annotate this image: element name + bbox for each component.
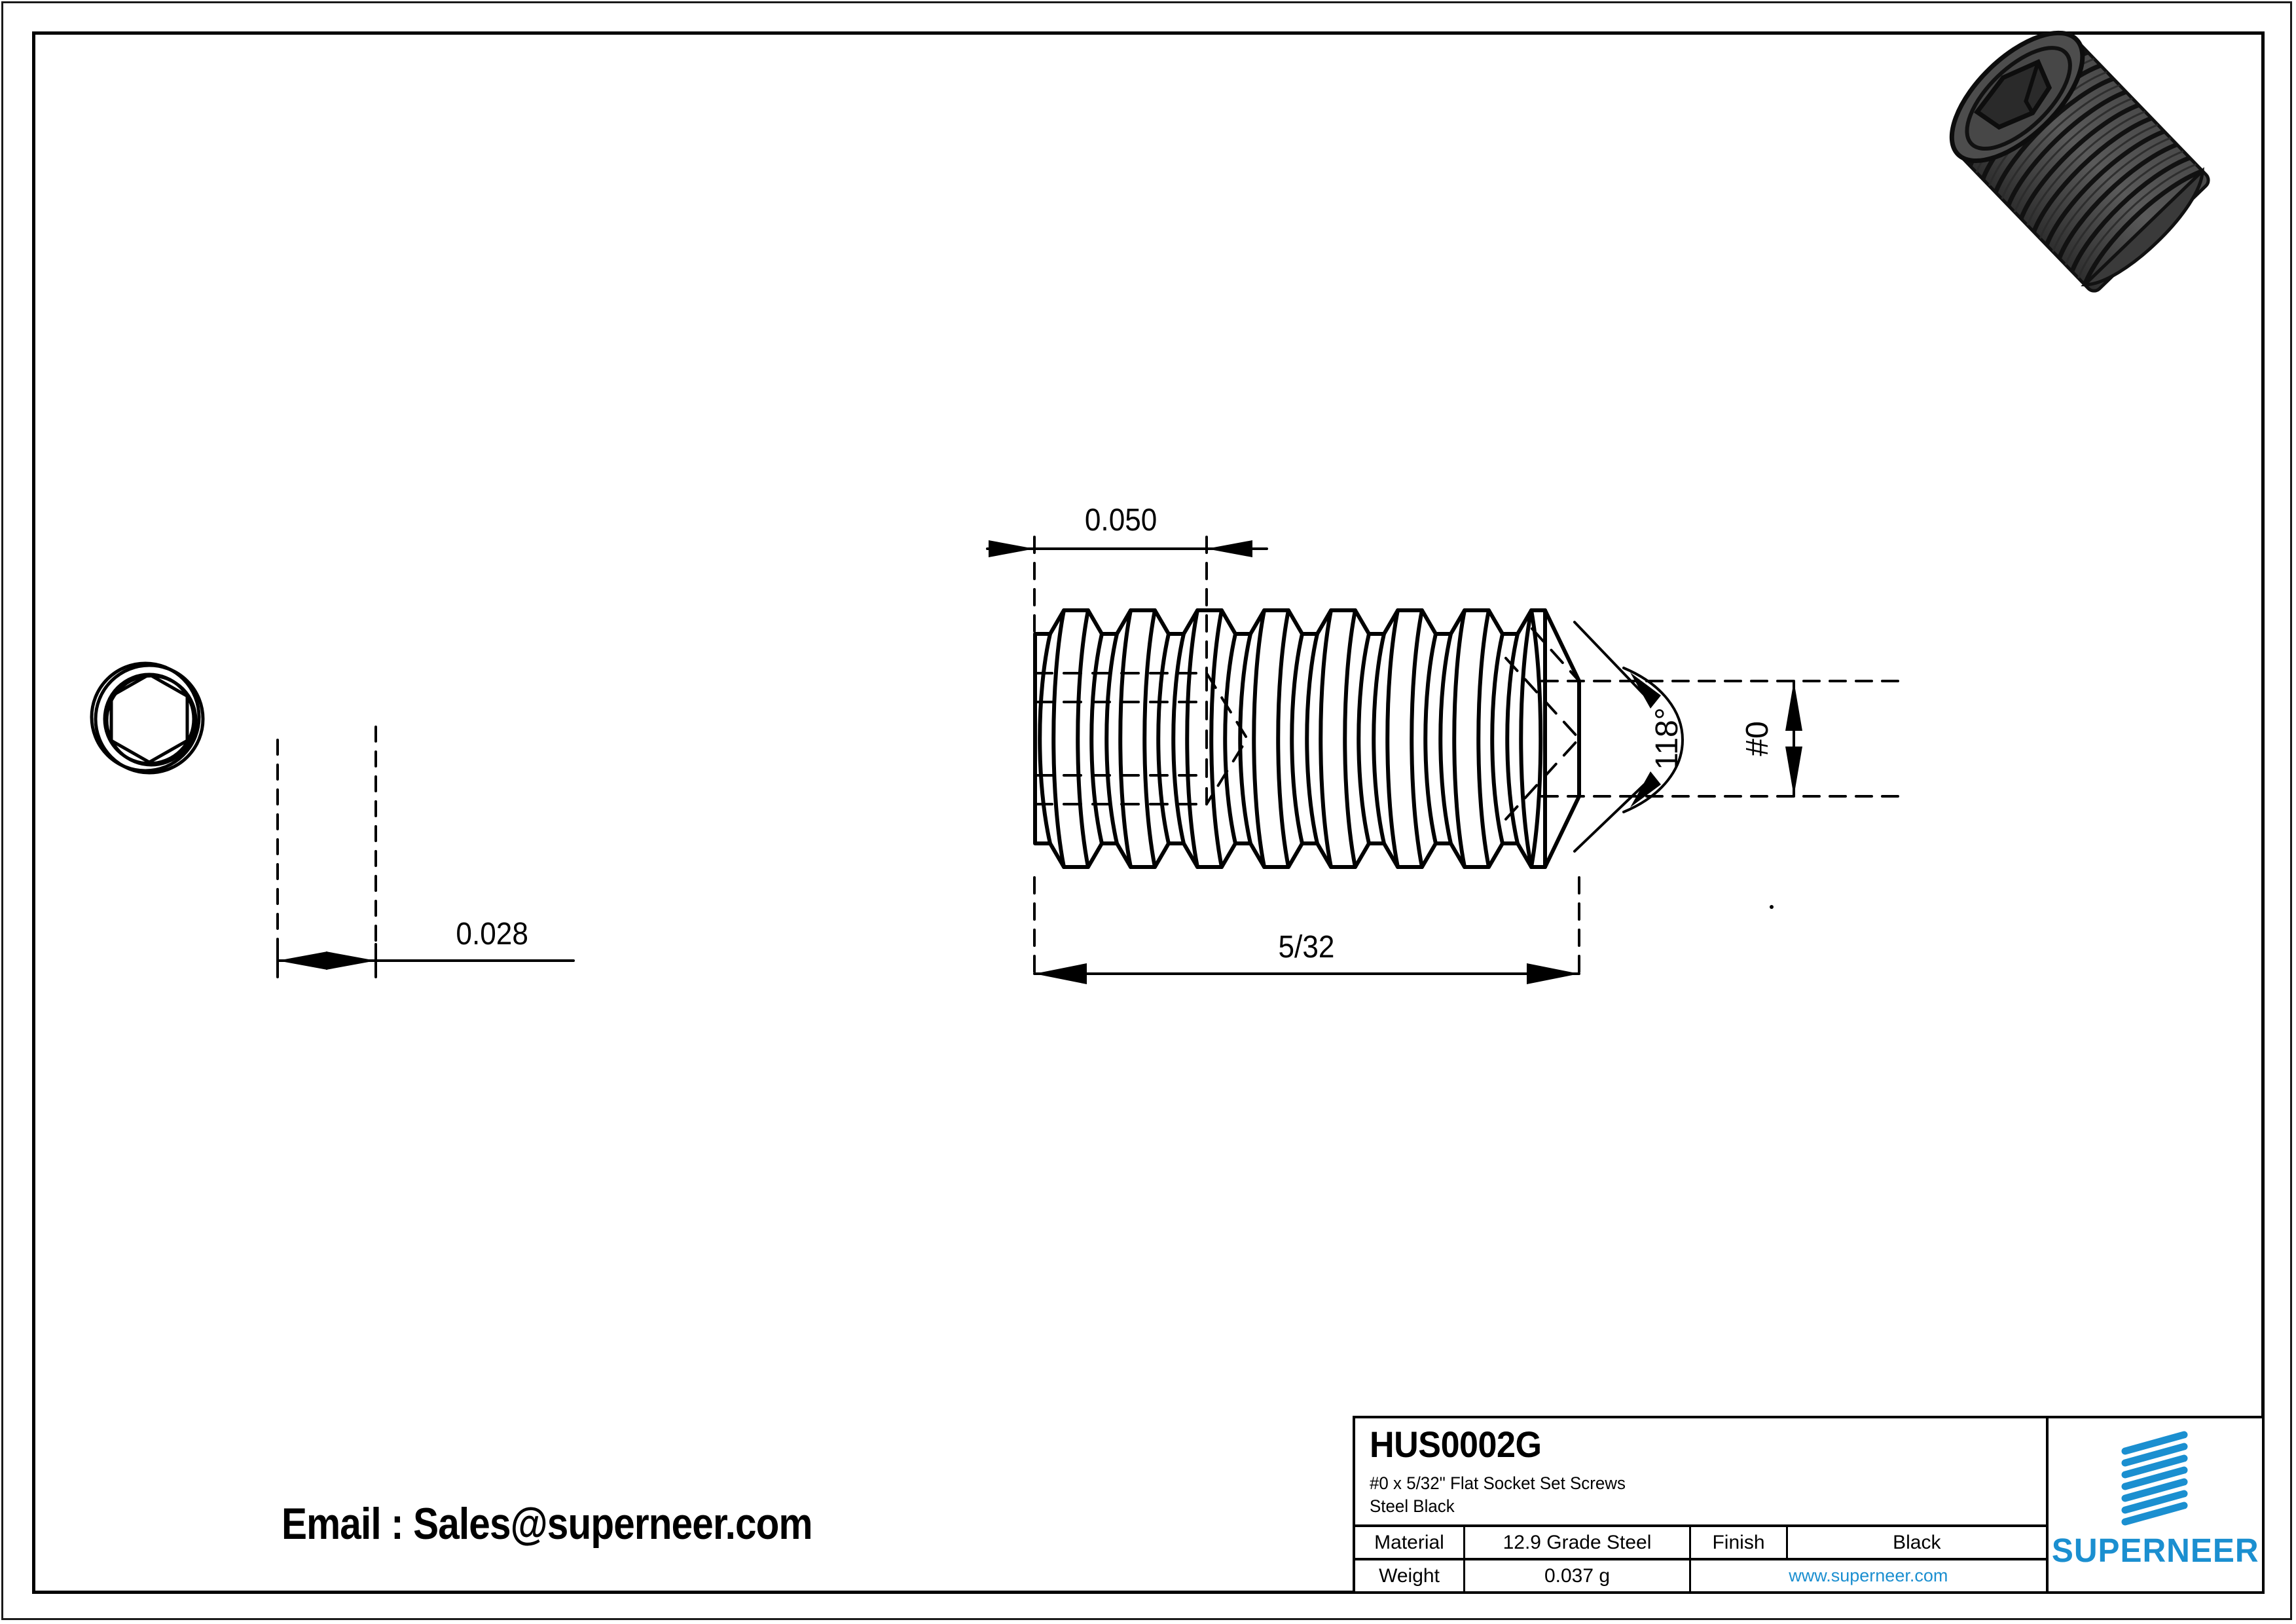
- title-block: HUS0002G #0 x 5/32" Flat Socket Set Scre…: [1353, 1416, 2265, 1594]
- part-number: HUS0002G: [1370, 1424, 1542, 1465]
- website-cell[interactable]: www.superneer.com: [1691, 1560, 2046, 1591]
- title-block-left: HUS0002G #0 x 5/32" Flat Socket Set Scre…: [1355, 1418, 2049, 1591]
- isometric-render: [1949, 30, 2210, 293]
- brand-name: SUPERNEER: [2051, 1532, 2259, 1569]
- email-contact-text: Email : Sales@superneer.com: [282, 1499, 813, 1549]
- website-link[interactable]: www.superneer.com: [1789, 1566, 1948, 1585]
- weight-value: 0.037 g: [1465, 1560, 1691, 1591]
- title-block-row-material: Material 12.9 Grade Steel Finish Black: [1355, 1527, 2046, 1560]
- title-block-row-weight: Weight 0.037 g www.superneer.com: [1355, 1560, 2046, 1591]
- material-value: 12.9 Grade Steel: [1465, 1527, 1691, 1558]
- weight-label: Weight: [1355, 1560, 1465, 1591]
- description-line-2: Steel Black: [1370, 1496, 1455, 1516]
- description-line-1: #0 x 5/32" Flat Socket Set Screws: [1370, 1473, 1626, 1493]
- material-label: Material: [1355, 1527, 1465, 1558]
- superneer-logo-icon: [2121, 1431, 2188, 1526]
- sheet-inner-border: [32, 31, 2265, 1594]
- brand-logo-area: SUPERNEER: [2049, 1418, 2262, 1591]
- title-block-description-area: HUS0002G #0 x 5/32" Flat Socket Set Scre…: [1355, 1418, 2046, 1527]
- finish-value: Black: [1893, 1531, 1941, 1553]
- finish-label: Finish: [1691, 1527, 1788, 1558]
